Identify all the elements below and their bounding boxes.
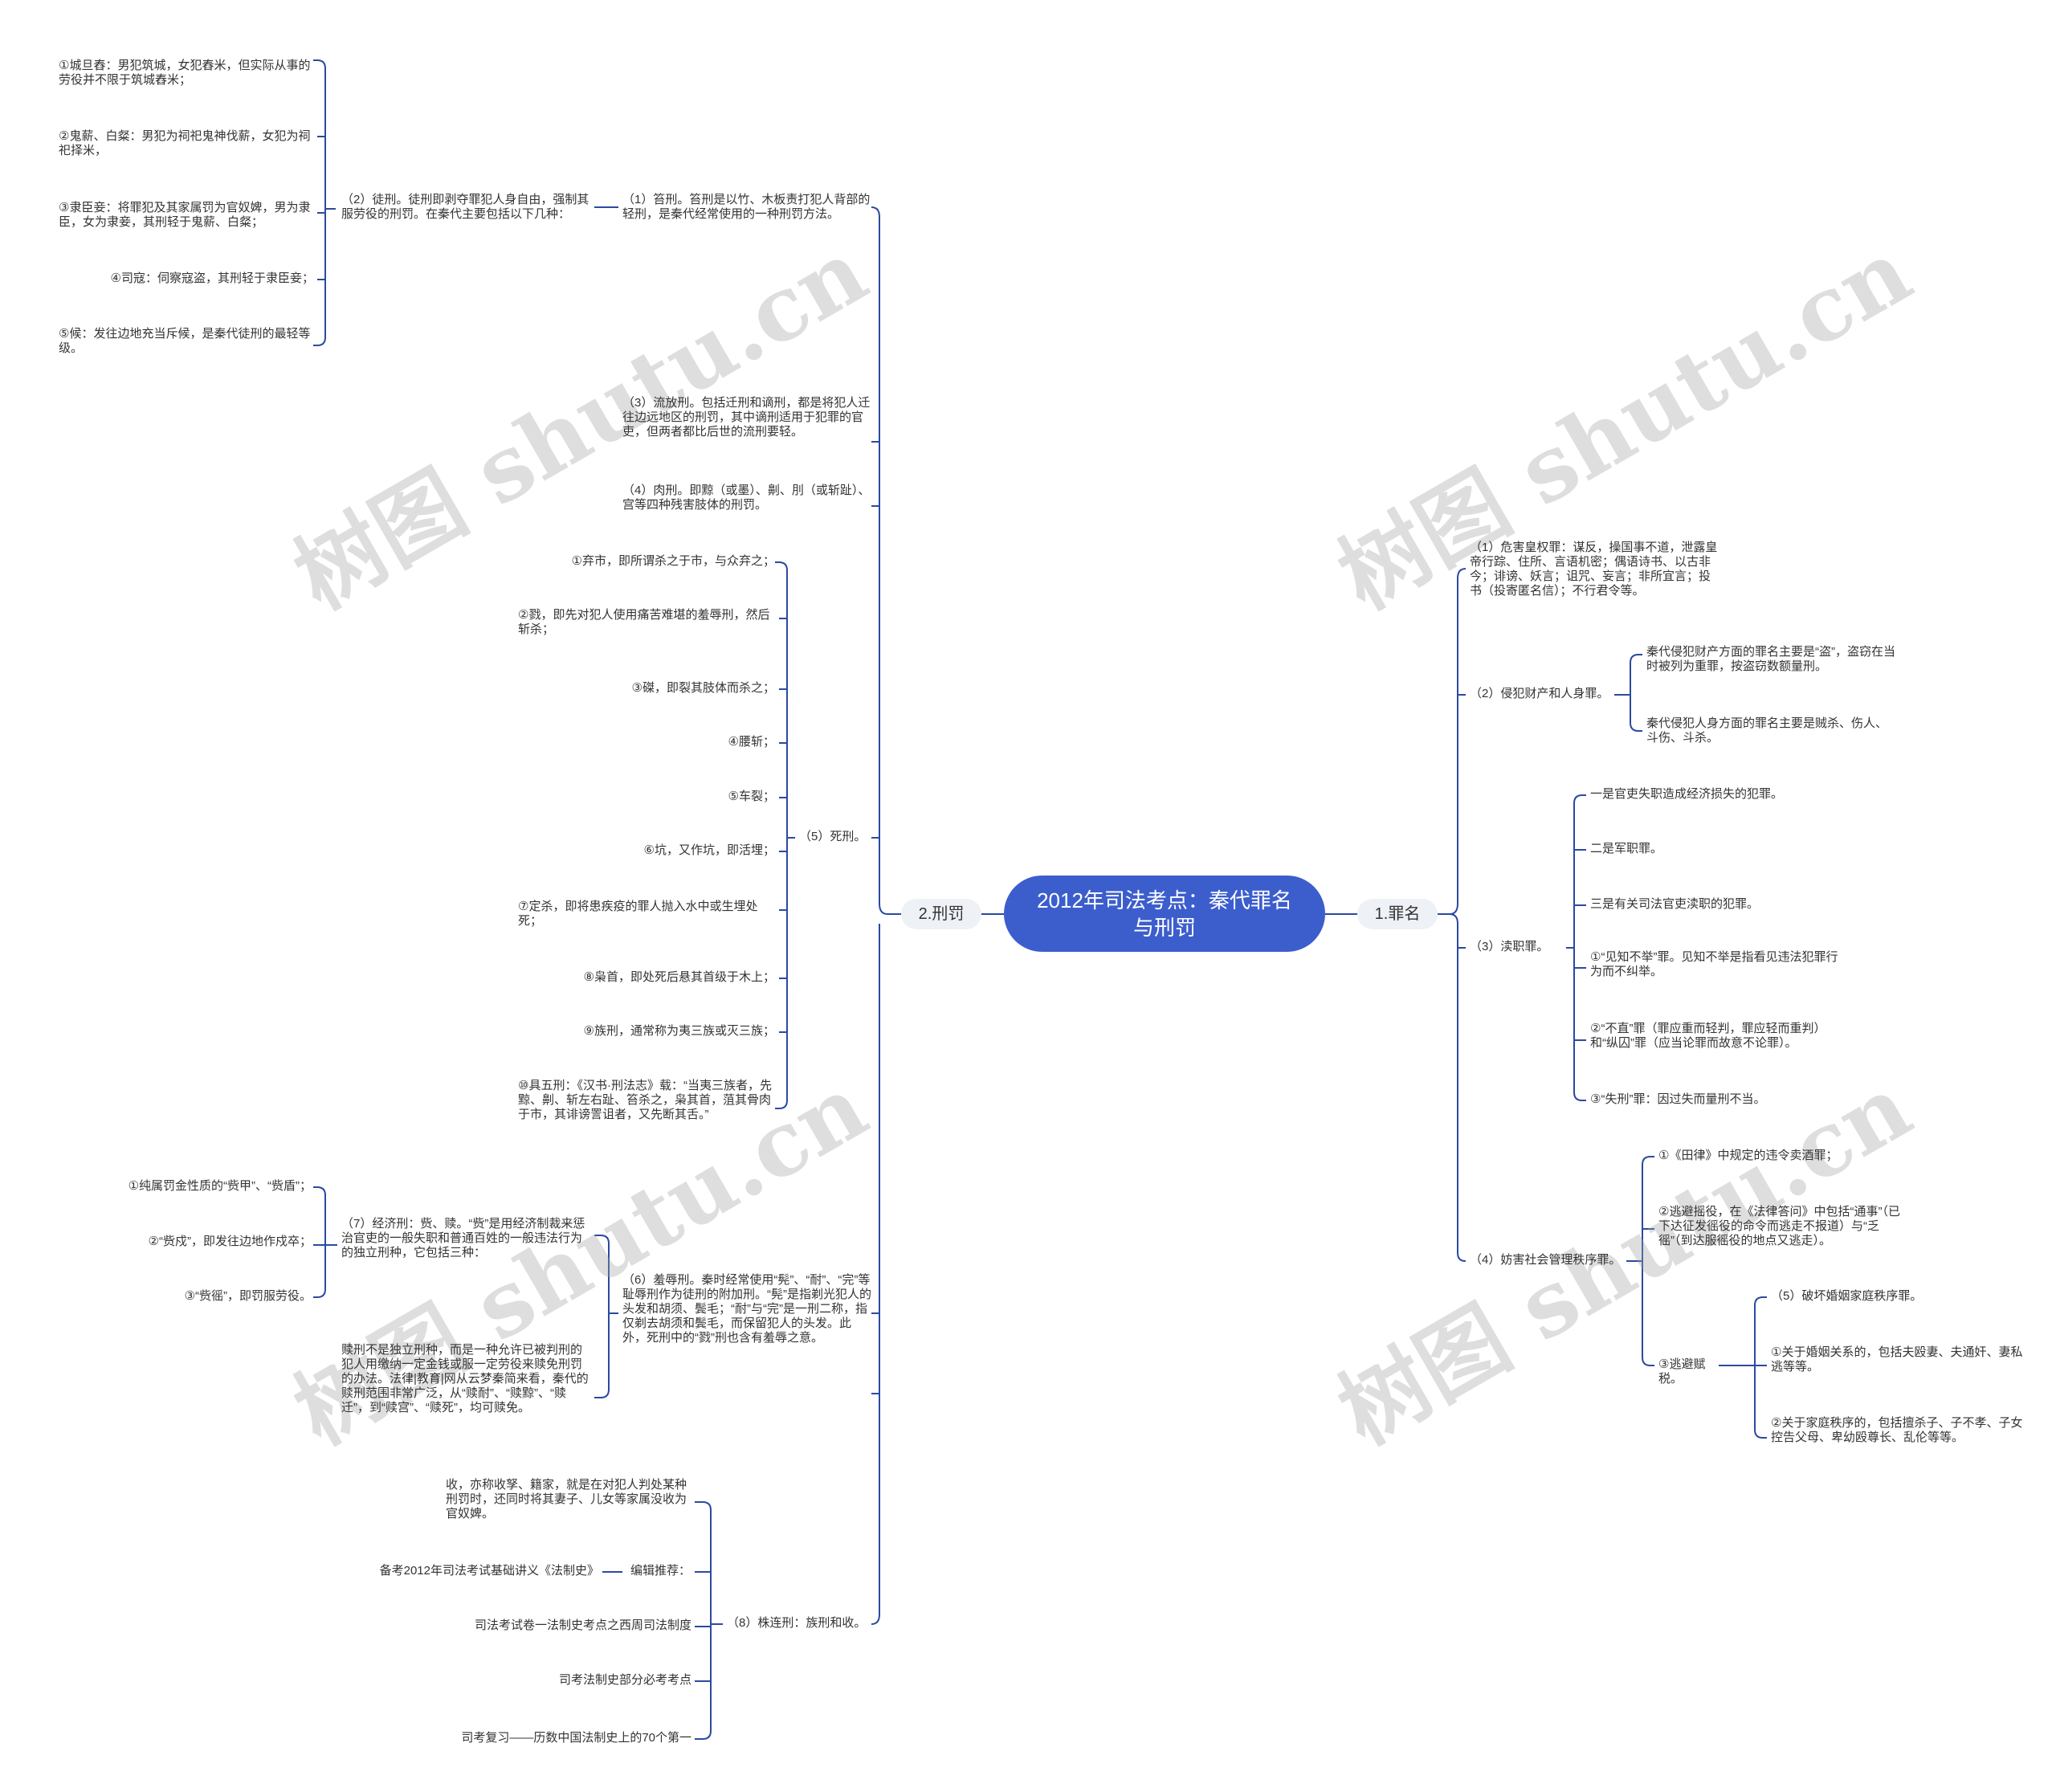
branch-node-crimes[interactable]: 1.罪名 [1357,899,1438,929]
node-a7[interactable]: （7）经济刑：赀、赎。“赀”是用经济制裁来惩治官吏的一般失职和普通百姓的一般违法… [341,1217,585,1259]
node-a8-item[interactable]: 司考复习——历数中国法制史上的70个第一 [461,1731,691,1745]
node-a8[interactable]: （8）株连刑：族刑和收。 [727,1616,867,1630]
node-a8-item[interactable]: 司法考试卷一法制史考点之西周司法制度 [474,1619,691,1632]
node-a5-item[interactable]: ⑩具五刑：《汉书·刑法志》载：“当夷三族者，先黥、劓、斩左右趾、笞杀之，枭其首，… [518,1079,772,1121]
node-b3-item[interactable]: ①“见知不举”罪。见知不举是指看见违法犯罪行为而不纠举。 [1590,950,1838,978]
node-a2[interactable]: （2）徒刑。徒刑即剥夺罪犯人身自由，强制其服劳役的刑罚。在秦代主要包括以下几种： [341,193,589,221]
node-a2-item[interactable]: ④司寇：伺察寇盗，其刑轻于隶臣妾； [110,271,314,285]
node-a5-item[interactable]: ⑥坑，又作坑，即活埋； [643,843,775,857]
node-a8-item[interactable]: 司考法制史部分必考考点 [558,1673,691,1687]
node-a4[interactable]: （4）肉刑。即黥（或墨）、劓、刖（或斩趾）、宫等四种残害肢体的刑罚。 [622,484,871,512]
node-a7-item[interactable]: ①纯属罚金性质的“赀甲”、“赀盾”； [128,1179,312,1193]
node-a6[interactable]: （6）羞辱刑。秦时经常使用“髡”、“耐”、“完”等耻辱刑作为徒刑的附加刑。“髡”… [622,1273,871,1345]
branch-node-punishment[interactable]: 2.刑罚 [901,899,981,929]
node-b3-item[interactable]: 三是有关司法官吏渎职的犯罪。 [1590,897,1760,911]
node-a7-item[interactable]: ②“赀戍”，即发往边地作戍卒； [148,1235,312,1248]
node-a5-item[interactable]: ⑧枭首，即处死后悬其首级于木上； [583,970,775,984]
node-a5-item[interactable]: ④腰斩； [728,735,775,749]
node-b4-item[interactable]: ③逃避赋税。 [1658,1357,1706,1386]
node-b3-item[interactable]: ②“不直”罪（罪应重而轻判，罪应轻而重判）和“纵囚”罪（应当论罪而故意不论罪）。 [1590,1022,1826,1050]
node-a2-item[interactable]: ③隶臣妾：将罪犯及其家属罚为官奴婢，男为隶臣，女为隶妾，其刑轻于鬼薪、白粲； [59,201,311,229]
node-b2-item[interactable]: 秦代侵犯人身方面的罪名主要是贼杀、伤人、斗伤、斗杀。 [1646,716,1888,745]
node-a2-item[interactable]: ②鬼薪、白粲：男犯为祠祀鬼神伐薪，女犯为祠祀择米， [59,129,311,157]
node-a3[interactable]: （3）流放刑。包括迁刑和谪刑，都是将犯人迁往边远地区的刑罚，其中谪刑适用于犯罪的… [622,396,871,439]
root-title: 2012年司法考点：秦代罪名与刑罚 [1037,888,1292,940]
node-b3-item[interactable]: 二是军职罪。 [1590,842,1663,855]
node-a5-item[interactable]: ③磔，即裂其肢体而杀之； [631,681,775,695]
node-b4c-item[interactable]: ①关于婚姻关系的，包括夫殴妻、夫通奸、妻私逃等等。 [1771,1345,2023,1374]
node-a8-item[interactable]: 编辑推荐： [630,1564,691,1578]
node-b3[interactable]: （3）渎职罪。 [1470,940,1549,953]
node-a5-item[interactable]: ⑤车裂； [728,790,775,803]
node-b4c-item[interactable]: （5）破坏婚姻家庭秩序罪。 [1771,1289,1923,1303]
node-a5-item[interactable]: ⑨族刑，通常称为夷三族或灭三族； [583,1024,775,1038]
node-b4-item[interactable]: ①《田律》中规定的违令卖酒罪； [1658,1149,1838,1162]
node-a5-item[interactable]: ⑦定杀，即将患疾疫的罪人抛入水中或生埋处死； [518,900,758,928]
root-node[interactable]: 2012年司法考点：秦代罪名与刑罚 [1004,876,1325,952]
node-b2-item[interactable]: 秦代侵犯财产方面的罪名主要是“盗”，盗窃在当时被列为重罪，按盗窃数额量刑。 [1646,645,1895,673]
node-b1[interactable]: （1）危害皇权罪：谋反，操国事不道，泄露皇帝行踪、住所、言语机密；偶语诗书、以古… [1470,541,1718,598]
node-a1[interactable]: （1）笞刑。笞刑是以竹、木板责打犯人背部的轻刑，是秦代经常使用的一种刑罚方法。 [622,193,871,221]
node-a7b[interactable]: 赎刑不是独立刑种，而是一种允许已被判刑的犯人用缴纳一定金钱或服一定劳役来赎免刑罚… [341,1343,589,1414]
node-a5[interactable]: （5）死刑。 [799,830,867,843]
node-b4c-item[interactable]: ②关于家庭秩序的，包括擅杀子、子不孝、子女控告父母、卑幼殴尊长、乱伦等等。 [1771,1416,2023,1444]
node-b3-item[interactable]: ③“失刑”罪：因过失而量刑不当。 [1590,1092,1766,1106]
node-a2-item[interactable]: ①城旦舂：男犯筑城，女犯舂米，但实际从事的劳役并不限于筑城舂米； [59,59,311,87]
node-a7-item[interactable]: ③“赀徭”，即罚服劳役。 [184,1289,312,1303]
node-a5-item[interactable]: ①弃市，即所谓杀之于市，与众弃之； [571,554,775,568]
node-a2-item[interactable]: ⑤候：发往边地充当斥候，是秦代徒刑的最轻等级。 [59,327,311,355]
node-a8-item[interactable]: 收，亦称收孥、籍家，就是在对犯人判处某种刑罚时，还同时将其妻子、儿女等家属没收为… [446,1478,687,1521]
node-b3-item[interactable]: 一是官吏失职造成经济损失的犯罪。 [1590,787,1784,801]
node-a8-recommend[interactable]: 备考2012年司法考试基础讲义《法制史》 [379,1564,599,1578]
node-b4[interactable]: （4）妨害社会管理秩序罪。 [1470,1253,1622,1267]
node-a5-item[interactable]: ②戮，即先对犯人使用痛苦难堪的羞辱刑，然后斩杀； [518,608,770,636]
node-b2[interactable]: （2）侵犯财产和人身罪。 [1470,687,1609,700]
node-b4-item[interactable]: ②逃避摇役，在《法律答问》中包括“通事”（已下达征发徭役的命令而逃走不报道）与“… [1658,1205,1900,1247]
